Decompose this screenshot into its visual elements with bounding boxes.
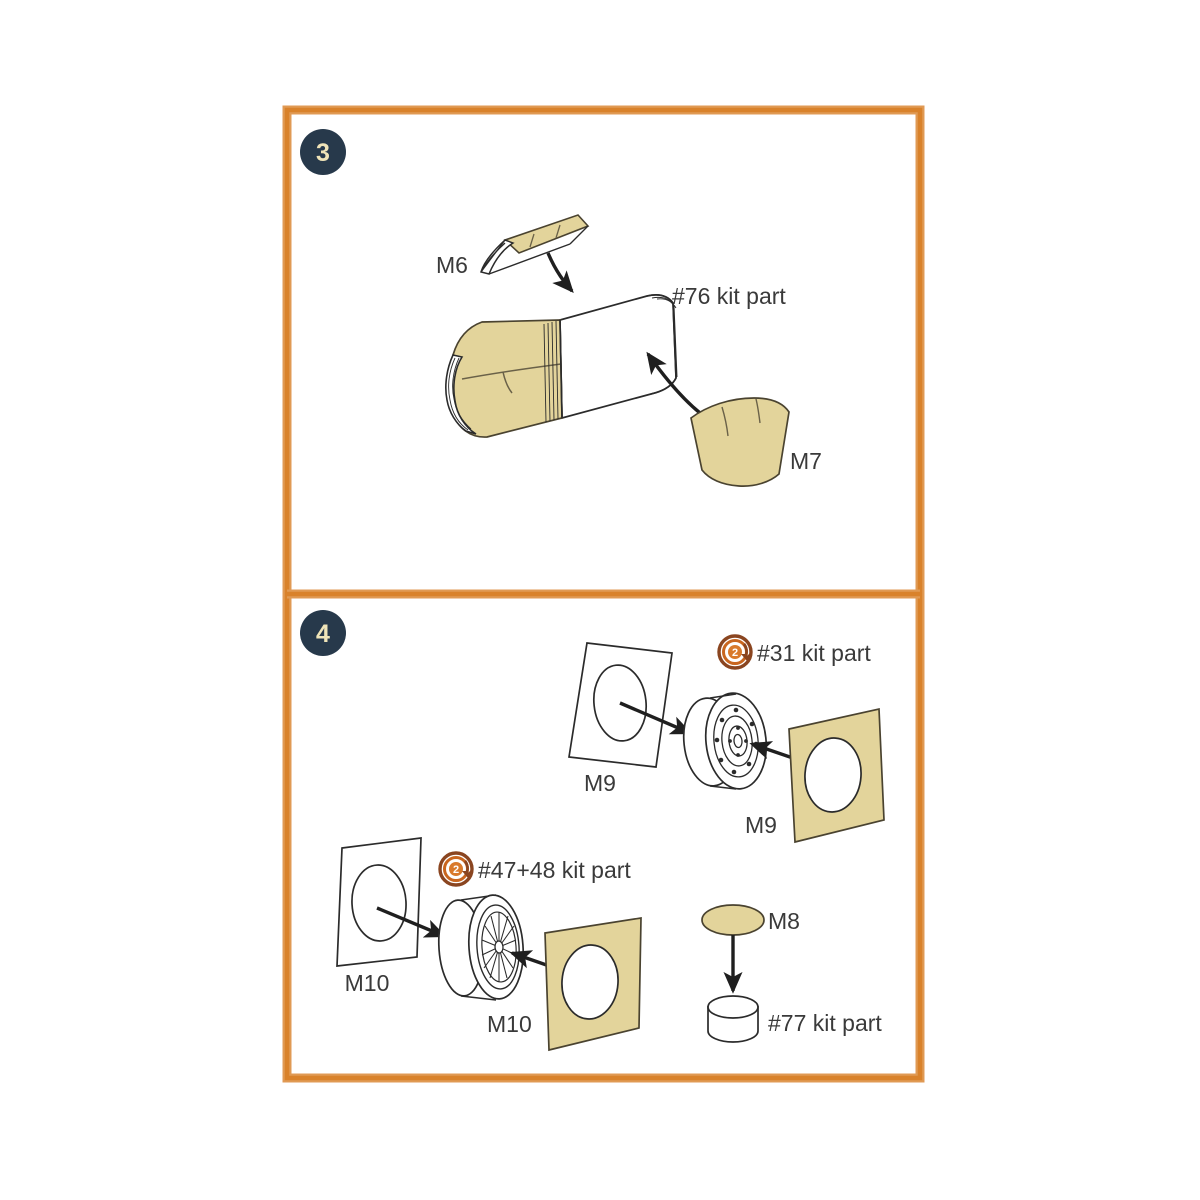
repeat-badge-31-count: 2	[732, 647, 738, 659]
step-badge-4: 4	[300, 610, 346, 656]
label-m10-right: M10	[487, 1011, 532, 1037]
part-m10-right-mask: M10	[487, 917, 642, 1052]
arrow-m6-to-kit76	[546, 252, 574, 294]
panel-step-4: 4 2 #31 kit part M9	[300, 610, 885, 1052]
label-m9-right: M9	[745, 812, 777, 838]
part-kit76-fuselage: #76 kit part	[445, 283, 786, 438]
label-m9-left: M9	[584, 770, 616, 796]
label-kit4748: #47+48 kit part	[478, 857, 631, 883]
part-m9-right-mask: M9	[745, 707, 885, 844]
repeat-badge-4748: 2	[438, 851, 474, 887]
label-m6: M6	[436, 252, 468, 278]
label-m10-left: M10	[345, 970, 390, 996]
label-m7: M7	[790, 448, 822, 474]
panel-step-3: 3 M6	[300, 129, 822, 487]
part-kit4748-wheel	[437, 894, 525, 1001]
step-badge-3: 3	[300, 129, 346, 175]
step-badge-4-number: 4	[316, 620, 330, 648]
part-kit77-cylinder: #77 kit part	[707, 995, 882, 1043]
label-m8: M8	[768, 908, 800, 934]
label-kit31: #31 kit part	[757, 640, 871, 666]
step-badge-3-number: 3	[316, 139, 330, 167]
part-m8-disc: M8	[701, 904, 800, 936]
label-kit77: #77 kit part	[768, 1010, 882, 1036]
part-m6: M6	[436, 214, 590, 278]
arrow-m9left-to-kit31	[619, 701, 693, 735]
repeat-badge-31: 2	[717, 634, 753, 670]
arrow-m10left-to-kit4748	[376, 906, 447, 938]
panel-frame	[282, 105, 925, 1083]
part-kit31-wheel	[682, 692, 768, 790]
label-kit76: #76 kit part	[672, 283, 786, 309]
part-m10-left-mask: M10	[336, 837, 422, 996]
repeat-badge-4748-count: 2	[453, 864, 459, 876]
arrow-m7-to-kit76	[646, 351, 702, 415]
part-m7: M7	[690, 397, 822, 487]
